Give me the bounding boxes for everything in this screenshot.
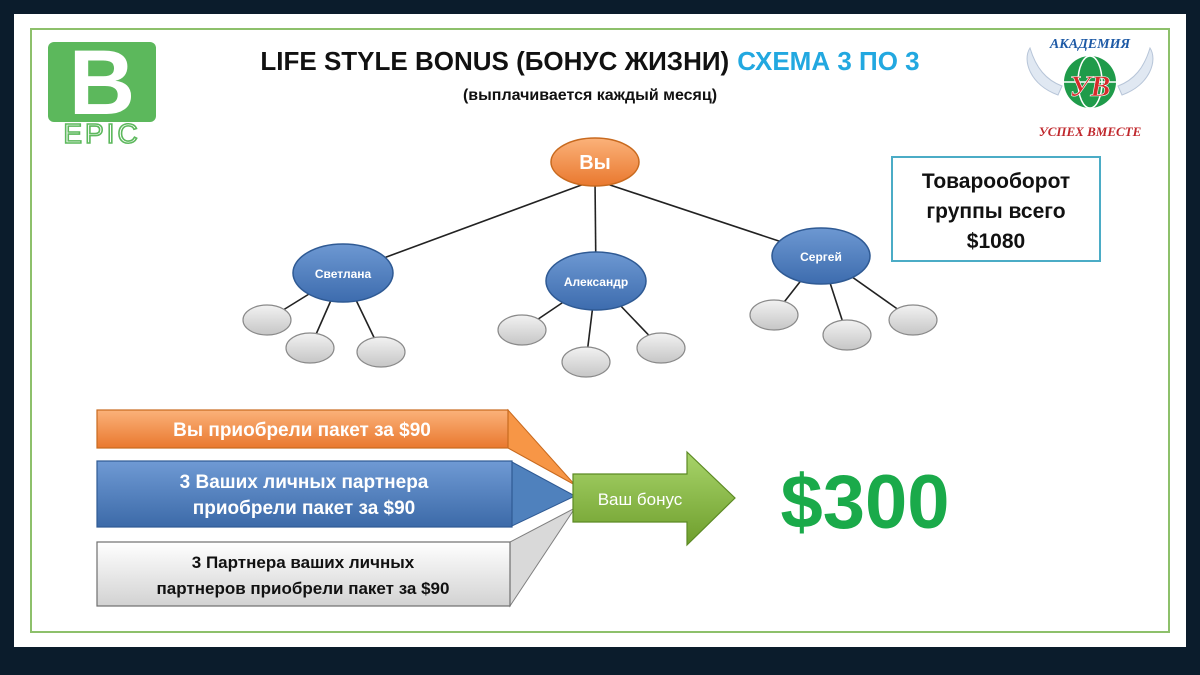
partner-node-svetlana: Светлана xyxy=(292,243,394,303)
bonus-amount: $300 xyxy=(780,460,949,545)
epic-logo: B EPIC xyxy=(48,32,156,150)
step2-line2: приобрели пакет за $90 xyxy=(193,498,416,519)
leaf-node xyxy=(356,336,406,368)
partner-node-sergey: Сергей xyxy=(771,227,871,285)
bonus-arrow: Ваш бонус xyxy=(572,450,736,547)
leaf-node xyxy=(497,314,547,346)
partner-label: Сергей xyxy=(800,250,842,264)
logo-letter: B xyxy=(69,32,135,134)
leaf-node xyxy=(561,346,611,378)
page-title: LIFE STYLE BONUS (БОНУС ЖИЗНИ) СХЕМА 3 ПО… xyxy=(260,46,919,76)
slide-frame xyxy=(30,28,1170,633)
partner-label: Светлана xyxy=(315,267,372,281)
step3-box: 3 Партнера ваших личных партнеров приобр… xyxy=(96,507,576,608)
root-label: Вы xyxy=(579,152,611,174)
wing-left-shape xyxy=(1026,46,1063,96)
wing-right-shape xyxy=(1117,46,1154,96)
leaf-nodes xyxy=(242,299,938,378)
academy-arc-text: АКАДЕМИЯ xyxy=(1049,37,1131,52)
turnover-line1: Товарооборот xyxy=(922,170,1070,193)
academy-letters: УВ xyxy=(1070,70,1111,103)
academy-caption: УСПЕХ ВМЕСТЕ xyxy=(1039,124,1142,139)
academy-logo: АКАДЕМИЯ УВ УСПЕХ ВМЕСТЕ xyxy=(1026,37,1154,139)
leaf-node xyxy=(636,332,686,364)
leaf-node xyxy=(285,332,335,364)
partner-node-alexandr: Александр xyxy=(545,251,647,311)
leaf-node xyxy=(749,299,799,331)
logo-word: EPIC xyxy=(63,118,140,149)
title-main: LIFE STYLE BONUS (БОНУС ЖИЗНИ) xyxy=(260,46,729,76)
turnover-box: Товарооборот группы всего $1080 xyxy=(891,156,1101,262)
root-node: Вы xyxy=(550,137,640,187)
step1-label: Вы приобрели пакет за $90 xyxy=(173,420,431,441)
leaf-node xyxy=(822,319,872,351)
step1-box: Вы приобрели пакет за $90 xyxy=(96,408,576,486)
step3-line1: 3 Партнера ваших личных xyxy=(192,553,415,572)
turnover-amount: $1080 xyxy=(967,230,1025,253)
title-accent: СХЕМА 3 ПО 3 xyxy=(737,46,919,76)
partner-label: Александр xyxy=(564,275,628,289)
leaf-node xyxy=(242,304,292,336)
page-subtitle: (выплачивается каждый месяц) xyxy=(463,87,717,104)
logo-tile xyxy=(48,42,156,122)
step2-box: 3 Ваших личных партнера приобрели пакет … xyxy=(96,460,577,528)
leaf-node xyxy=(888,304,938,336)
step2-line1: 3 Ваших личных партнера xyxy=(180,472,429,493)
bonus-label: Ваш бонус xyxy=(598,490,683,509)
step3-line2: партнеров приобрели пакет за $90 xyxy=(157,579,450,598)
turnover-line2: группы всего xyxy=(926,200,1065,223)
